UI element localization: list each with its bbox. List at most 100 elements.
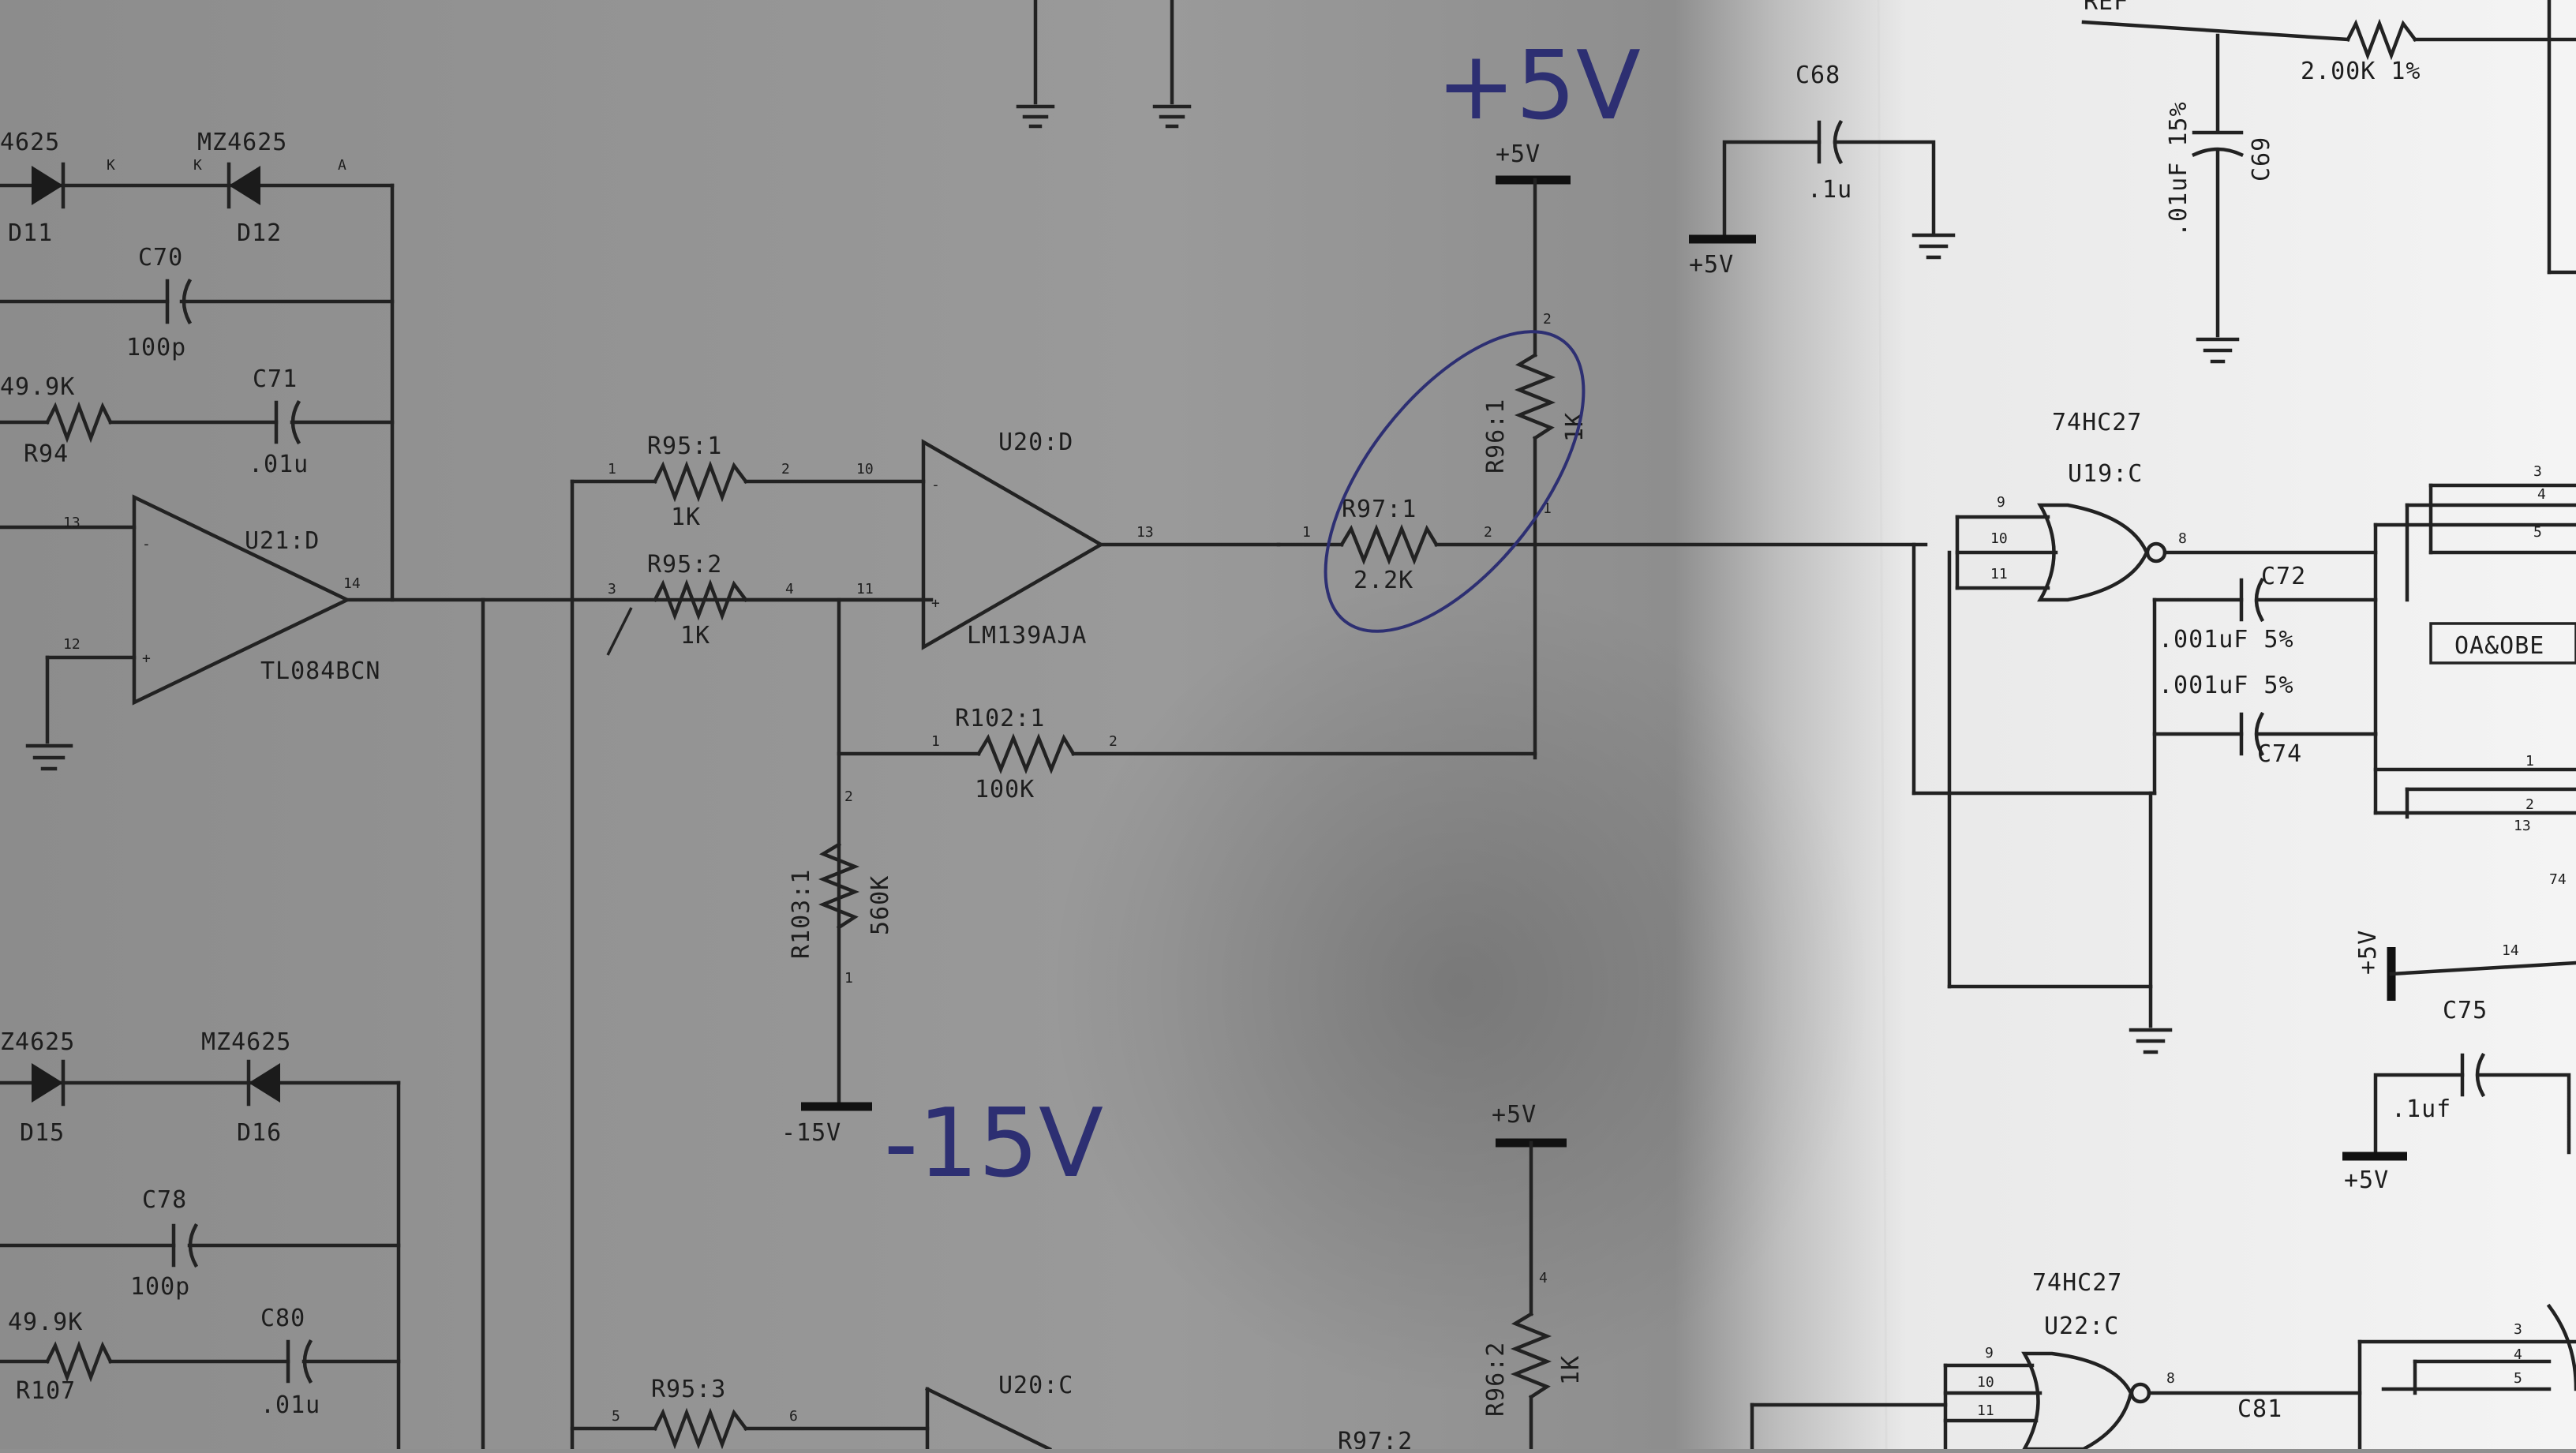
rc-pin13: 13 — [2514, 818, 2531, 834]
d16-type-label: MZ4625 — [201, 1028, 291, 1056]
capacitors-c72-c74: C72 .001uF 5% .001uF 5% C74 — [2129, 563, 2378, 1054]
r107-label: R107 — [16, 1377, 76, 1405]
u19c-type: 74HC27 — [2052, 409, 2142, 436]
diode-d11-symbol — [32, 166, 63, 205]
resistor-r91-symbol — [2345, 18, 2418, 61]
rail-plus5v-right: +5V — [2354, 930, 2382, 975]
comparator-u20d: - + U20:D LM139AJA 13 — [921, 429, 1281, 650]
u20d-pin11: 11 — [856, 581, 874, 597]
r97-value: 2.2K — [1354, 567, 1413, 594]
r96-1-pin1: 1 — [1543, 500, 1552, 517]
r97-pin1: 1 — [1302, 524, 1311, 541]
r94-value: 49.9K — [0, 373, 75, 401]
r97-pin2: 2 — [1484, 524, 1492, 541]
rb-pin4: 4 — [2514, 1346, 2522, 1363]
u20d-pin13: 13 — [1136, 524, 1154, 541]
d15-type-label: Z4625 — [0, 1028, 75, 1056]
r95-1-label: R95:1 — [647, 433, 722, 460]
rc-pin4: 4 — [2537, 486, 2546, 503]
rail-plus5v-c68: +5V — [1689, 251, 1734, 279]
resistor-r95-1-symbol — [652, 460, 749, 503]
r97-label: R97:1 — [1342, 496, 1417, 523]
c72-value: .001uF 5% — [2159, 626, 2294, 653]
rc-pin14: 14 — [2502, 942, 2519, 959]
u22-pin10: 10 — [1977, 1374, 1994, 1391]
r95-3-label: R95:3 — [651, 1376, 726, 1403]
u21d-label: U21:D — [245, 527, 320, 555]
r95-1-pin1: 1 — [608, 461, 616, 477]
c68-value: .1u — [1807, 176, 1852, 204]
pin-k1: K — [107, 157, 115, 174]
comparator-u20c: R95:3 5 6 U20:C R97:2 — [570, 1372, 1413, 1453]
u22c-label: U22:C — [2044, 1313, 2119, 1340]
r103-pin1: 1 — [844, 970, 853, 987]
rail-plus5v-top: +5V — [1496, 140, 1541, 168]
handwritten-plus5v: +5V — [1436, 32, 1641, 141]
rail-plus5v-c75: +5V — [2344, 1167, 2389, 1194]
comparator-input-network: R95:1 1K 1 2 10 R95:2 1K 3 4 11 — [570, 433, 926, 656]
page-fold — [1877, 0, 1888, 1450]
capacitor-c68: C68 .1u +5V — [1689, 62, 1956, 279]
c75-value: .1uf — [2391, 1095, 2451, 1123]
r97-2-label: R97:2 — [1338, 1428, 1413, 1449]
resistor-r102-symbol — [975, 732, 1076, 775]
rc-pin74: 74 — [2549, 871, 2567, 888]
d12-label: D12 — [237, 219, 282, 247]
r102-value: 100K — [975, 776, 1035, 803]
oa-oe-label: OA&OBE — [2454, 632, 2544, 660]
r95-2-pin4: 4 — [785, 581, 794, 597]
r96-2-label: R96:2 — [1482, 1342, 1510, 1417]
lower-pullup: +5V R96:2 1K 4 — [1482, 1101, 1585, 1451]
c71-label: C71 — [253, 365, 298, 393]
c80-value: .01u — [260, 1391, 320, 1419]
r103-label: R103:1 — [788, 869, 815, 959]
r95-3-pin5: 5 — [612, 1408, 620, 1425]
u21d-type: TL084BCN — [260, 657, 381, 685]
capacitor-c75: C75 .1uf +5V — [2342, 997, 2571, 1194]
u20d-type: LM139AJA — [967, 622, 1088, 650]
r91-value: 2.00K 1% — [2301, 58, 2421, 85]
r95-1-value: 1K — [671, 504, 701, 531]
svg-text:+: + — [931, 595, 940, 612]
pin-k2: K — [193, 157, 202, 174]
r102-label: R102:1 — [955, 705, 1045, 732]
u20d-label: U20:D — [998, 429, 1073, 456]
right-connector: 3 4 5 OA&OBE 1 2 13 74 14 +5V — [2354, 463, 2576, 1001]
resistor-r103-symbol — [818, 841, 860, 931]
c69-label: C69 — [2248, 137, 2275, 182]
r95-2-value: 1K — [680, 622, 710, 650]
c69-value: .01uF 15% — [2165, 101, 2192, 237]
c80-label: C80 — [260, 1305, 305, 1332]
handdrawn-circle — [1324, 330, 1586, 633]
c74-value: .001uF 5% — [2159, 672, 2294, 699]
top-grounds — [1016, 0, 1192, 129]
r102-pin2: 2 — [1109, 733, 1118, 750]
rail-plus5v-mid: +5V — [1492, 1101, 1537, 1129]
d12-type-label: MZ4625 — [197, 129, 287, 156]
r96-1-label: R96:1 — [1482, 399, 1510, 474]
svg-text:+: + — [142, 650, 151, 667]
svg-text:-: - — [142, 536, 151, 552]
d11-label: D11 — [8, 219, 53, 247]
r94-label: R94 — [24, 440, 69, 468]
u22-pin11: 11 — [1977, 1402, 1994, 1419]
u21d-pin13: 13 — [63, 515, 80, 531]
r96-2-pin4: 4 — [1539, 1270, 1548, 1286]
r102-pin1: 1 — [931, 733, 940, 750]
d15-label: D15 — [20, 1119, 65, 1147]
u21d-pin12: 12 — [63, 636, 80, 653]
ref-net-label: REF — [2084, 0, 2129, 16]
nor-gate-u19c: 74HC27 U19:C 9 10 11 8 — [1911, 409, 2378, 989]
d11-type-label: 4625 — [0, 129, 60, 156]
u20c-label: U20:C — [998, 1372, 1073, 1399]
c70-value: 100p — [126, 334, 186, 361]
resistor-r96-1-symbol — [1514, 352, 1556, 441]
hysteresis-network: R102:1 100K 1 2 R103:1 560K 2 1 -15V — [781, 597, 1537, 1147]
r95-2-label: R95:2 — [647, 551, 722, 579]
r96-1-pin2: 2 — [1543, 311, 1552, 328]
r103-value: 560K — [867, 875, 894, 935]
paper-shadow — [1050, 576, 1870, 1397]
rc-pin2: 2 — [2525, 796, 2534, 813]
u21d-pin14: 14 — [343, 575, 361, 592]
